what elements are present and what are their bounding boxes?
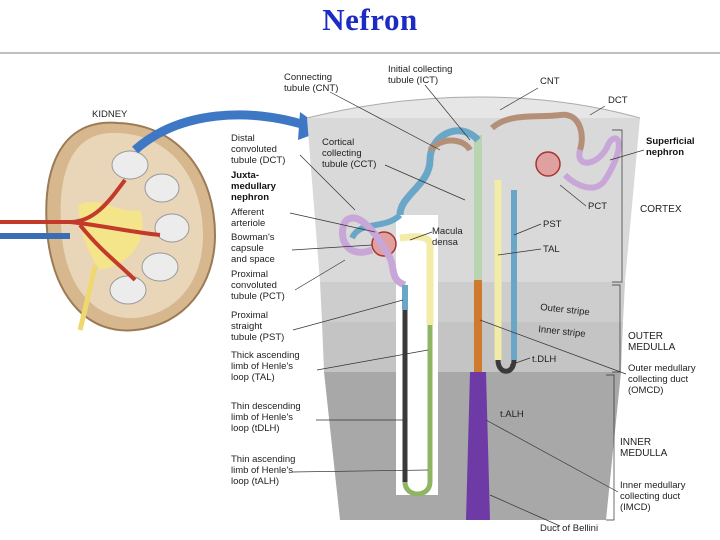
omcd-label-2: collecting duct <box>628 374 689 385</box>
dct-label-2: convoluted <box>231 144 277 155</box>
dct-superficial <box>562 135 622 191</box>
title-divider <box>0 52 720 54</box>
pct-label-3: tubule (PCT) <box>231 291 285 302</box>
kidney-illustration: KIDNEY <box>0 109 217 332</box>
nephron-tubules <box>338 111 622 520</box>
dct-label-3: tubule (DCT) <box>231 155 285 166</box>
tdlh-right-label: t.DLH <box>532 354 556 365</box>
omcd-label-1: Outer medullary <box>628 363 696 374</box>
talh-label-3: loop (tALH) <box>231 476 279 487</box>
tdlh-label-1: Thin descending <box>231 401 301 412</box>
left-labels: Distal convoluted tubule (DCT) Juxta- me… <box>231 133 429 487</box>
top-labels: Connecting tubule (CNT) Initial collecti… <box>284 64 471 248</box>
juxta-label-1: Juxta- <box>231 170 259 181</box>
talh-label-1: Thin ascending <box>231 454 295 465</box>
tdlh-label-3: loop (tDLH) <box>231 423 280 434</box>
afferent-label-2: arteriole <box>231 218 265 229</box>
cnt-superficial <box>490 111 585 151</box>
ict-top-label-2: tubule (ICT) <box>388 75 438 86</box>
imcd-segment <box>466 372 490 520</box>
dct-label-1: Distal <box>231 133 255 144</box>
cnt-top-label-1: Connecting <box>284 72 332 83</box>
dct-juxta <box>349 212 403 240</box>
nephron-diagram: KIDNEY <box>0 64 696 534</box>
cct-top-label-3: tubule (CCT) <box>322 159 376 170</box>
cnt-right-label: CNT <box>540 76 560 87</box>
pst-label-3: tubule (PST) <box>231 332 284 343</box>
talh-right-label: t.ALH <box>500 409 524 420</box>
pst-label-2: straight <box>231 321 263 332</box>
outer-medulla-label-1: OUTER <box>628 331 663 342</box>
cnt-juxta <box>396 127 481 216</box>
talh-label-2: limb of Henle's <box>231 465 293 476</box>
cct-top-label-1: Cortical <box>322 137 354 148</box>
zoom-arrow <box>132 110 307 154</box>
imcd-label-3: (IMCD) <box>620 502 651 513</box>
ict-top-label-1: Initial collecting <box>388 64 452 75</box>
dct-right-label: DCT <box>608 95 628 106</box>
outer-stripe-label: Outer stripe <box>540 302 591 318</box>
afferent-label-1: Afferent <box>231 207 264 218</box>
tal-right-label: TAL <box>543 244 560 255</box>
loop-bend-juxta <box>402 481 433 497</box>
macula-label-2: densa <box>432 237 459 248</box>
omcd-label-3: (OMCD) <box>628 385 663 396</box>
tal-label-1: Thick ascending <box>231 350 300 361</box>
pyramid-1 <box>111 150 149 180</box>
cortex-label: CORTEX <box>640 204 682 215</box>
tal-juxta <box>399 233 434 325</box>
juxta-label-3: nephron <box>231 192 269 203</box>
right-labels: CNT DCT Superficial nephron PCT PST TAL … <box>479 76 696 534</box>
bowman-label-3: and space <box>231 254 275 265</box>
slide-title: Nefron <box>322 2 418 37</box>
glomerulus-superficial <box>535 151 561 177</box>
imcd-label-1: Inner medullary <box>620 480 686 491</box>
tal-label-3: loop (TAL) <box>231 372 275 383</box>
kidney-label: KIDNEY <box>92 109 128 120</box>
tal-label-2: limb of Henle's <box>231 361 293 372</box>
inner-medulla-label-1: INNER <box>620 437 651 448</box>
zone-labels: CORTEX OUTER MEDULLA INNER MEDULLA Outer… <box>538 129 682 521</box>
superficial-label-1: Superficial <box>646 136 695 147</box>
pyramid-5 <box>109 275 147 305</box>
juxta-label-2: medullary <box>231 181 277 192</box>
renal-pelvis <box>78 202 143 270</box>
tdlh-label-2: limb of Henle's <box>231 412 293 423</box>
pst-right-label: PST <box>543 219 562 230</box>
bellini-label: Duct of Bellini <box>540 523 598 534</box>
loop-superficial <box>495 359 517 374</box>
inner-medulla-label-2: MEDULLA <box>620 448 668 459</box>
bowman-label-1: Bowman's <box>231 232 275 243</box>
outer-medulla-label-2: MEDULLA <box>628 342 676 353</box>
pyramid-3 <box>154 213 190 243</box>
pct-juxta <box>338 214 407 289</box>
macula-label-1: Macula <box>432 226 463 237</box>
pct-label-2: convoluted <box>231 280 277 291</box>
bowman-label-2: capsule <box>231 243 264 254</box>
inner-stripe-label: Inner stripe <box>538 324 586 340</box>
pct-label-1: Proximal <box>231 269 268 280</box>
superficial-label-2: nephron <box>646 147 684 158</box>
pyramid-2 <box>144 173 180 203</box>
pct-right-label: PCT <box>588 201 607 212</box>
renal-artery <box>0 178 161 282</box>
ureter <box>77 264 98 331</box>
cct-top-label-2: collecting <box>322 148 362 159</box>
pst-label-1: Proximal <box>231 310 268 321</box>
pyramid-4 <box>141 252 179 282</box>
cnt-top-label-2: tubule (CNT) <box>284 83 338 94</box>
imcd-label-2: collecting duct <box>620 491 681 502</box>
